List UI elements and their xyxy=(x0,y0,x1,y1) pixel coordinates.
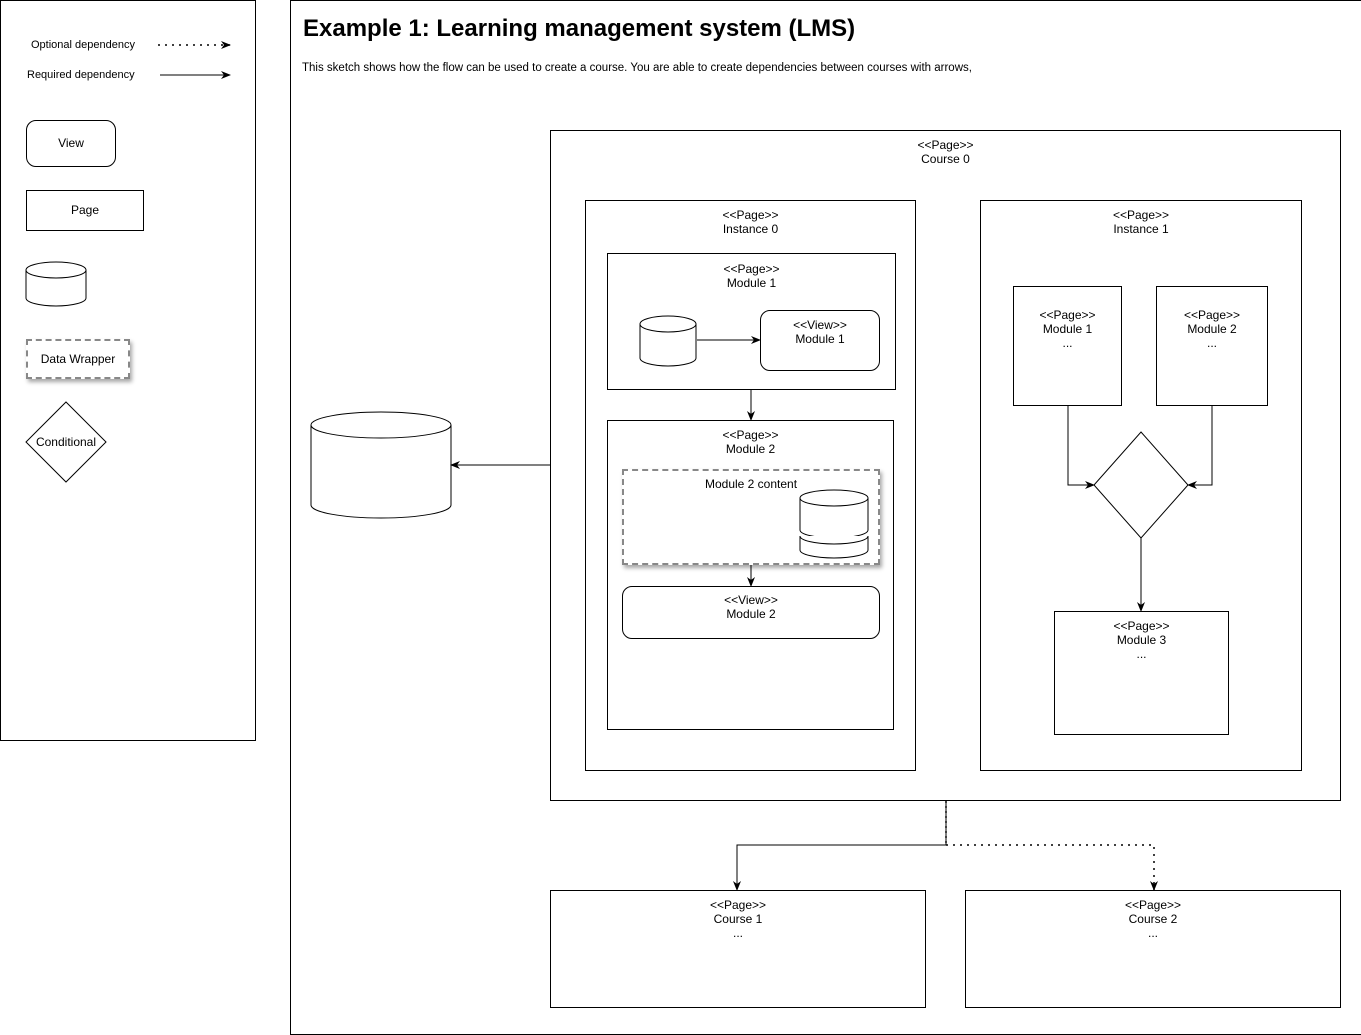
module-1-view: <<View>> Module 1 xyxy=(760,310,880,371)
condition-label: > 50% points xyxy=(1106,478,1176,492)
course-1-page: <<Page>> Course 1 ... xyxy=(550,890,926,1008)
page-title: Example 1: Learning management system (L… xyxy=(303,15,856,42)
i1-module-2-stereotype: <<Page>> xyxy=(1183,308,1241,322)
module-2-view: <<View>> Module 2 xyxy=(622,586,880,639)
instance-0-stereotype: <<Page>> xyxy=(722,208,779,222)
module-1-view-stereotype: <<View>> xyxy=(793,318,847,332)
i1-module-3-ellipsis: ... xyxy=(1136,647,1147,661)
course-stats-label: Course Stats xyxy=(346,470,416,484)
module-2-stereotype: <<Page>> xyxy=(722,428,779,442)
module-1-view-label: Module 1 xyxy=(795,332,845,346)
course-0-stereotype: <<Page>> xyxy=(917,138,974,152)
data-2-label: Data 2 xyxy=(816,540,852,554)
instance-0-label: Instance 0 xyxy=(722,222,779,236)
course-0-label: Course 0 xyxy=(921,152,970,166)
course-1-ellipsis: ... xyxy=(732,926,743,940)
instance-0-module-2-page: <<Page>> Module 2 xyxy=(607,420,894,730)
course-1-label: Course 1 xyxy=(713,912,763,926)
module-2-view-stereotype: <<View>> xyxy=(724,593,778,607)
module-2-view-label: Module 2 xyxy=(726,607,776,621)
page-description: This sketch shows how the flow can be us… xyxy=(302,62,972,74)
legend-data-wrapper-shape: Data Wrapper xyxy=(26,339,130,379)
legend-view-label: View xyxy=(58,136,84,150)
i1-module-1-ellipsis: ... xyxy=(1062,336,1073,350)
module-1-data-label: Data xyxy=(656,346,682,360)
i1-module-2-ellipsis: ... xyxy=(1206,336,1217,350)
module-2-label: Module 2 xyxy=(725,442,776,456)
instance-1-module-2-page: <<Page>> Module 2 ... xyxy=(1156,286,1268,406)
data-1-label: Data 1 xyxy=(816,519,852,533)
instance-1-module-3-page: <<Page>> Module 3 ... xyxy=(1054,611,1229,735)
legend-optional-label: Optional dependency xyxy=(31,39,135,51)
legend-view-shape: View xyxy=(26,120,116,167)
instance-1-module-1-page: <<Page>> Module 1 ... xyxy=(1013,286,1122,406)
course-2-label: Course 2 xyxy=(1128,912,1178,926)
legend-required-label: Required dependency xyxy=(27,69,135,81)
course-2-ellipsis: ... xyxy=(1147,926,1158,940)
legend-page-label: Page xyxy=(70,203,100,217)
module-1-label: Module 1 xyxy=(726,276,777,290)
i1-module-3-stereotype: <<Page>> xyxy=(1113,619,1170,633)
module-1-stereotype: <<Page>> xyxy=(723,262,780,276)
legend-data-label: Data xyxy=(43,291,69,305)
instance-1-stereotype: <<Page>> xyxy=(1112,208,1170,222)
i1-module-3-label: Module 3 xyxy=(1116,633,1167,647)
i1-module-2-label: Module 2 xyxy=(1187,322,1237,336)
instance-1-label: Instance 1 xyxy=(1113,222,1169,236)
course-2-page: <<Page>> Course 2 ... xyxy=(965,890,1341,1008)
legend-page-shape: Page xyxy=(26,190,144,231)
course-1-stereotype: <<Page>> xyxy=(709,898,767,912)
module-2-content-label: Module 2 content xyxy=(704,477,798,491)
legend-conditional-label: Conditional xyxy=(35,435,97,449)
i1-module-1-label: Module 1 xyxy=(1042,322,1093,336)
i1-module-1-stereotype: <<Page>> xyxy=(1039,308,1096,322)
legend-data-wrapper-label: Data Wrapper xyxy=(40,352,116,366)
course-2-stereotype: <<Page>> xyxy=(1124,898,1182,912)
